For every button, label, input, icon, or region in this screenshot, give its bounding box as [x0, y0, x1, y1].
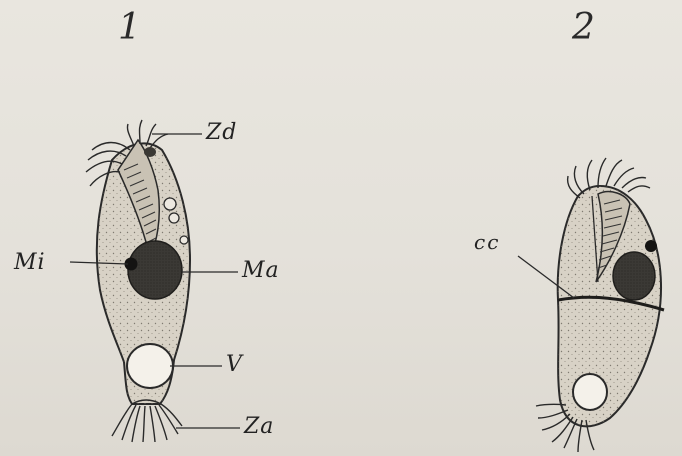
figure-2-contractile-vacuole [573, 374, 607, 410]
figure-1-food-vacuole [169, 213, 179, 223]
figure-1-food-vacuole [164, 198, 176, 210]
figure-1-cell [70, 120, 240, 442]
label-zd: Zd [206, 122, 237, 144]
figure-2-number: 2 [572, 10, 595, 46]
label-ma: Ma [242, 260, 280, 282]
figure-2-micronucleus [645, 240, 657, 252]
figure-2-cell [518, 158, 664, 452]
figure-1-contractile-vacuole [127, 344, 173, 388]
figure-1-food-vacuole [180, 236, 188, 244]
label-mi: Mi [14, 252, 46, 274]
figure-1-cytostome [144, 147, 156, 157]
figure-1-number: 1 [118, 10, 141, 46]
label-cc: cc [474, 232, 500, 252]
label-v: V [226, 354, 243, 376]
figure-1-aboral-cilia [112, 404, 182, 442]
label-za: Za [244, 416, 274, 438]
